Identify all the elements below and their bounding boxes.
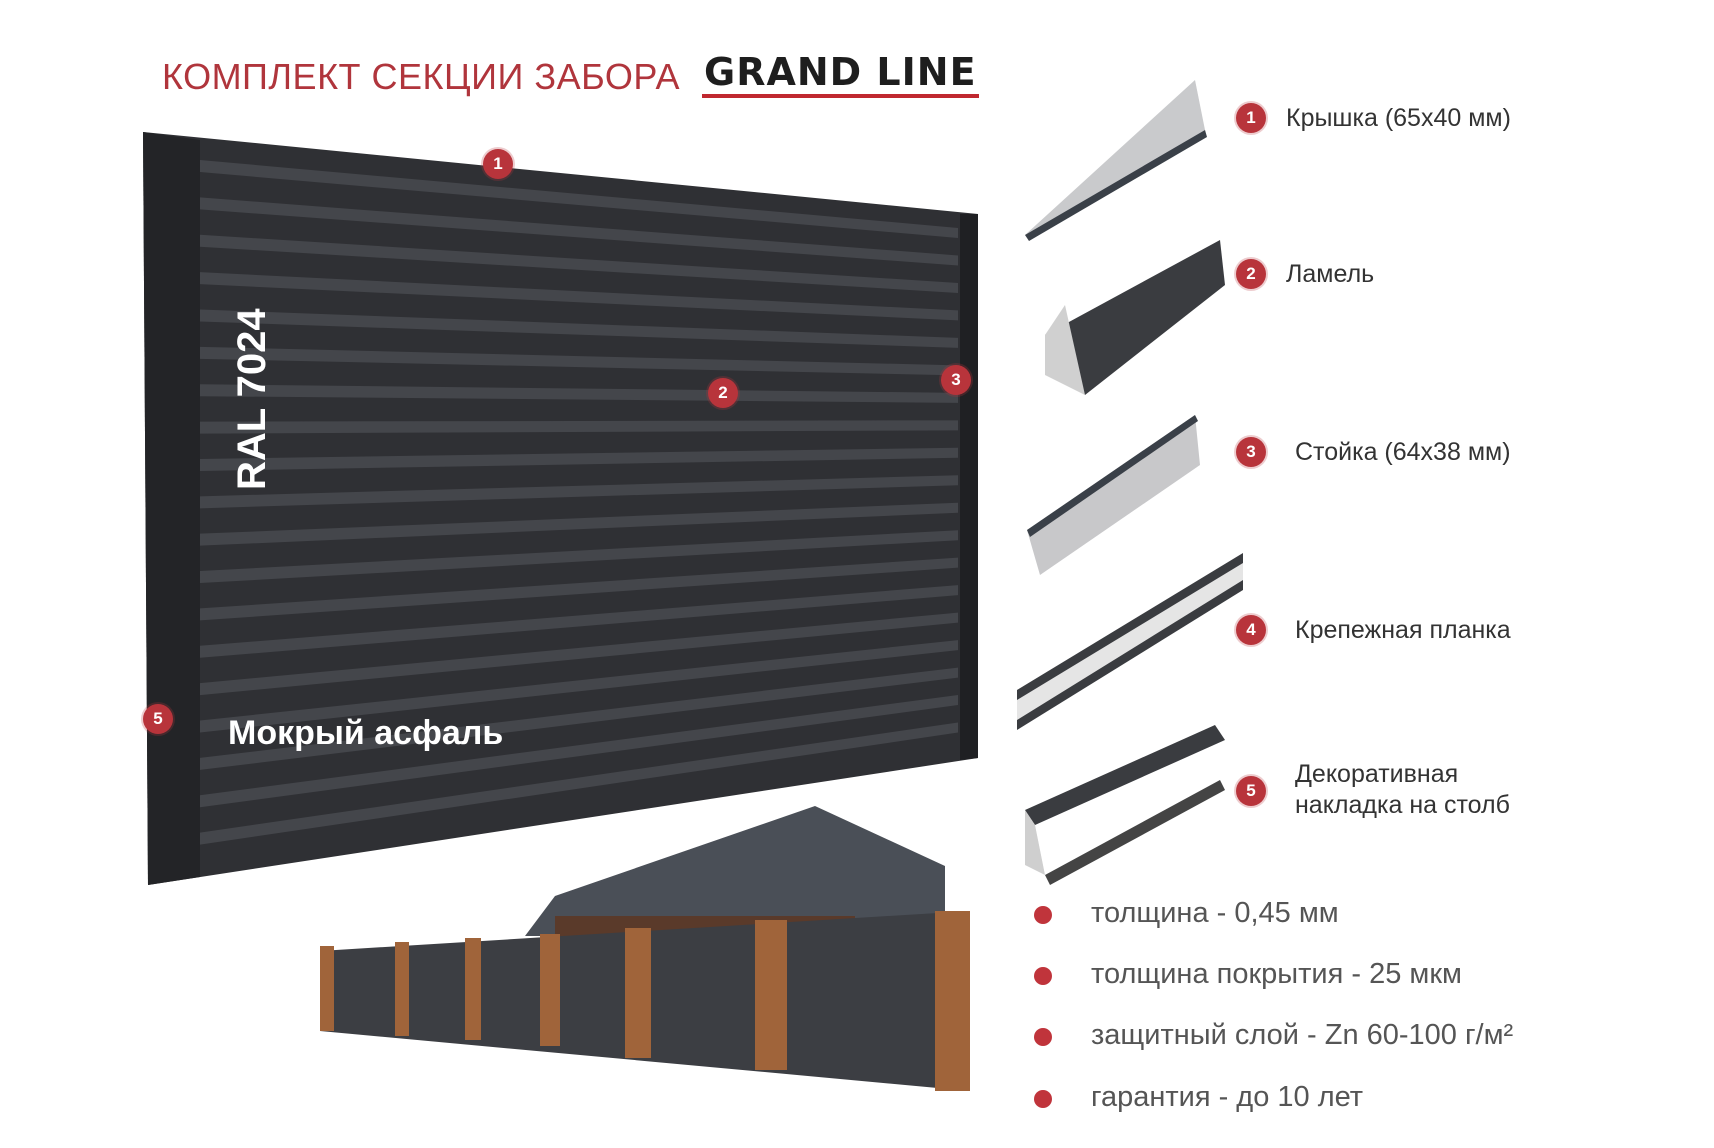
component-label: Крышка (65х40 мм) [1286,104,1511,132]
slat [200,695,958,808]
component-marker: 5 [1236,776,1266,806]
color-name: Мокрый асфаль [228,714,504,752]
spec-item: толщина - 0,45 мм [1091,897,1339,929]
slat [200,502,958,546]
slat [200,309,958,348]
post-profile-icon [1027,415,1200,575]
bullet-icon [1034,1028,1052,1046]
grand-line-logo: GRAND LINE [702,50,979,98]
slat [200,640,958,733]
slat [200,612,958,696]
bullet-icon [1034,906,1052,924]
component-label: Крепежная планка [1295,616,1511,644]
slat [200,272,958,321]
slat [200,160,958,238]
slat [200,557,958,621]
bullet-icon [1034,967,1052,985]
slat [200,585,958,658]
spec-item: защитный слой - Zn 60-100 г/м² [1091,1019,1514,1051]
slat [200,234,958,293]
components-illustrations [1017,80,1243,885]
panel-marker-1: 1 [483,149,513,179]
slat [200,197,958,266]
post-cover-icon [1025,725,1225,885]
slat [200,447,958,471]
panel-marker-2: 2 [708,378,738,408]
component-label: Ламель [1286,260,1375,288]
component-label: Декоративная накладка на столб [1295,760,1510,819]
mounting-strip-icon [1017,553,1243,730]
slat [200,384,958,403]
component-marker: 3 [1236,437,1266,467]
panel-marker-3: 3 [941,365,971,395]
slat [200,420,958,434]
slat [200,722,958,845]
ral-code: RAL 7024 [230,308,274,490]
cap-profile-icon [1025,80,1207,241]
slat [200,667,958,770]
component-marker: 2 [1236,259,1266,289]
house-fence-photo [320,806,970,1091]
slat [200,530,958,584]
component-marker: 4 [1236,615,1266,645]
spec-item: гарантия - до 10 лет [1091,1081,1364,1113]
slat [200,346,958,376]
component-label: Стойка (64х38 мм) [1295,438,1511,466]
page-title: КОМПЛЕКТ СЕКЦИИ ЗАБОРА [162,56,680,97]
component-marker: 1 [1236,103,1266,133]
slat [200,475,958,509]
spec-item: толщина покрытия - 25 мкм [1091,958,1462,990]
bullet-icon [1034,1090,1052,1108]
lamel-profile-icon [1045,240,1225,395]
panel-marker-5: 5 [143,704,173,734]
fence-panel-image [143,132,978,885]
